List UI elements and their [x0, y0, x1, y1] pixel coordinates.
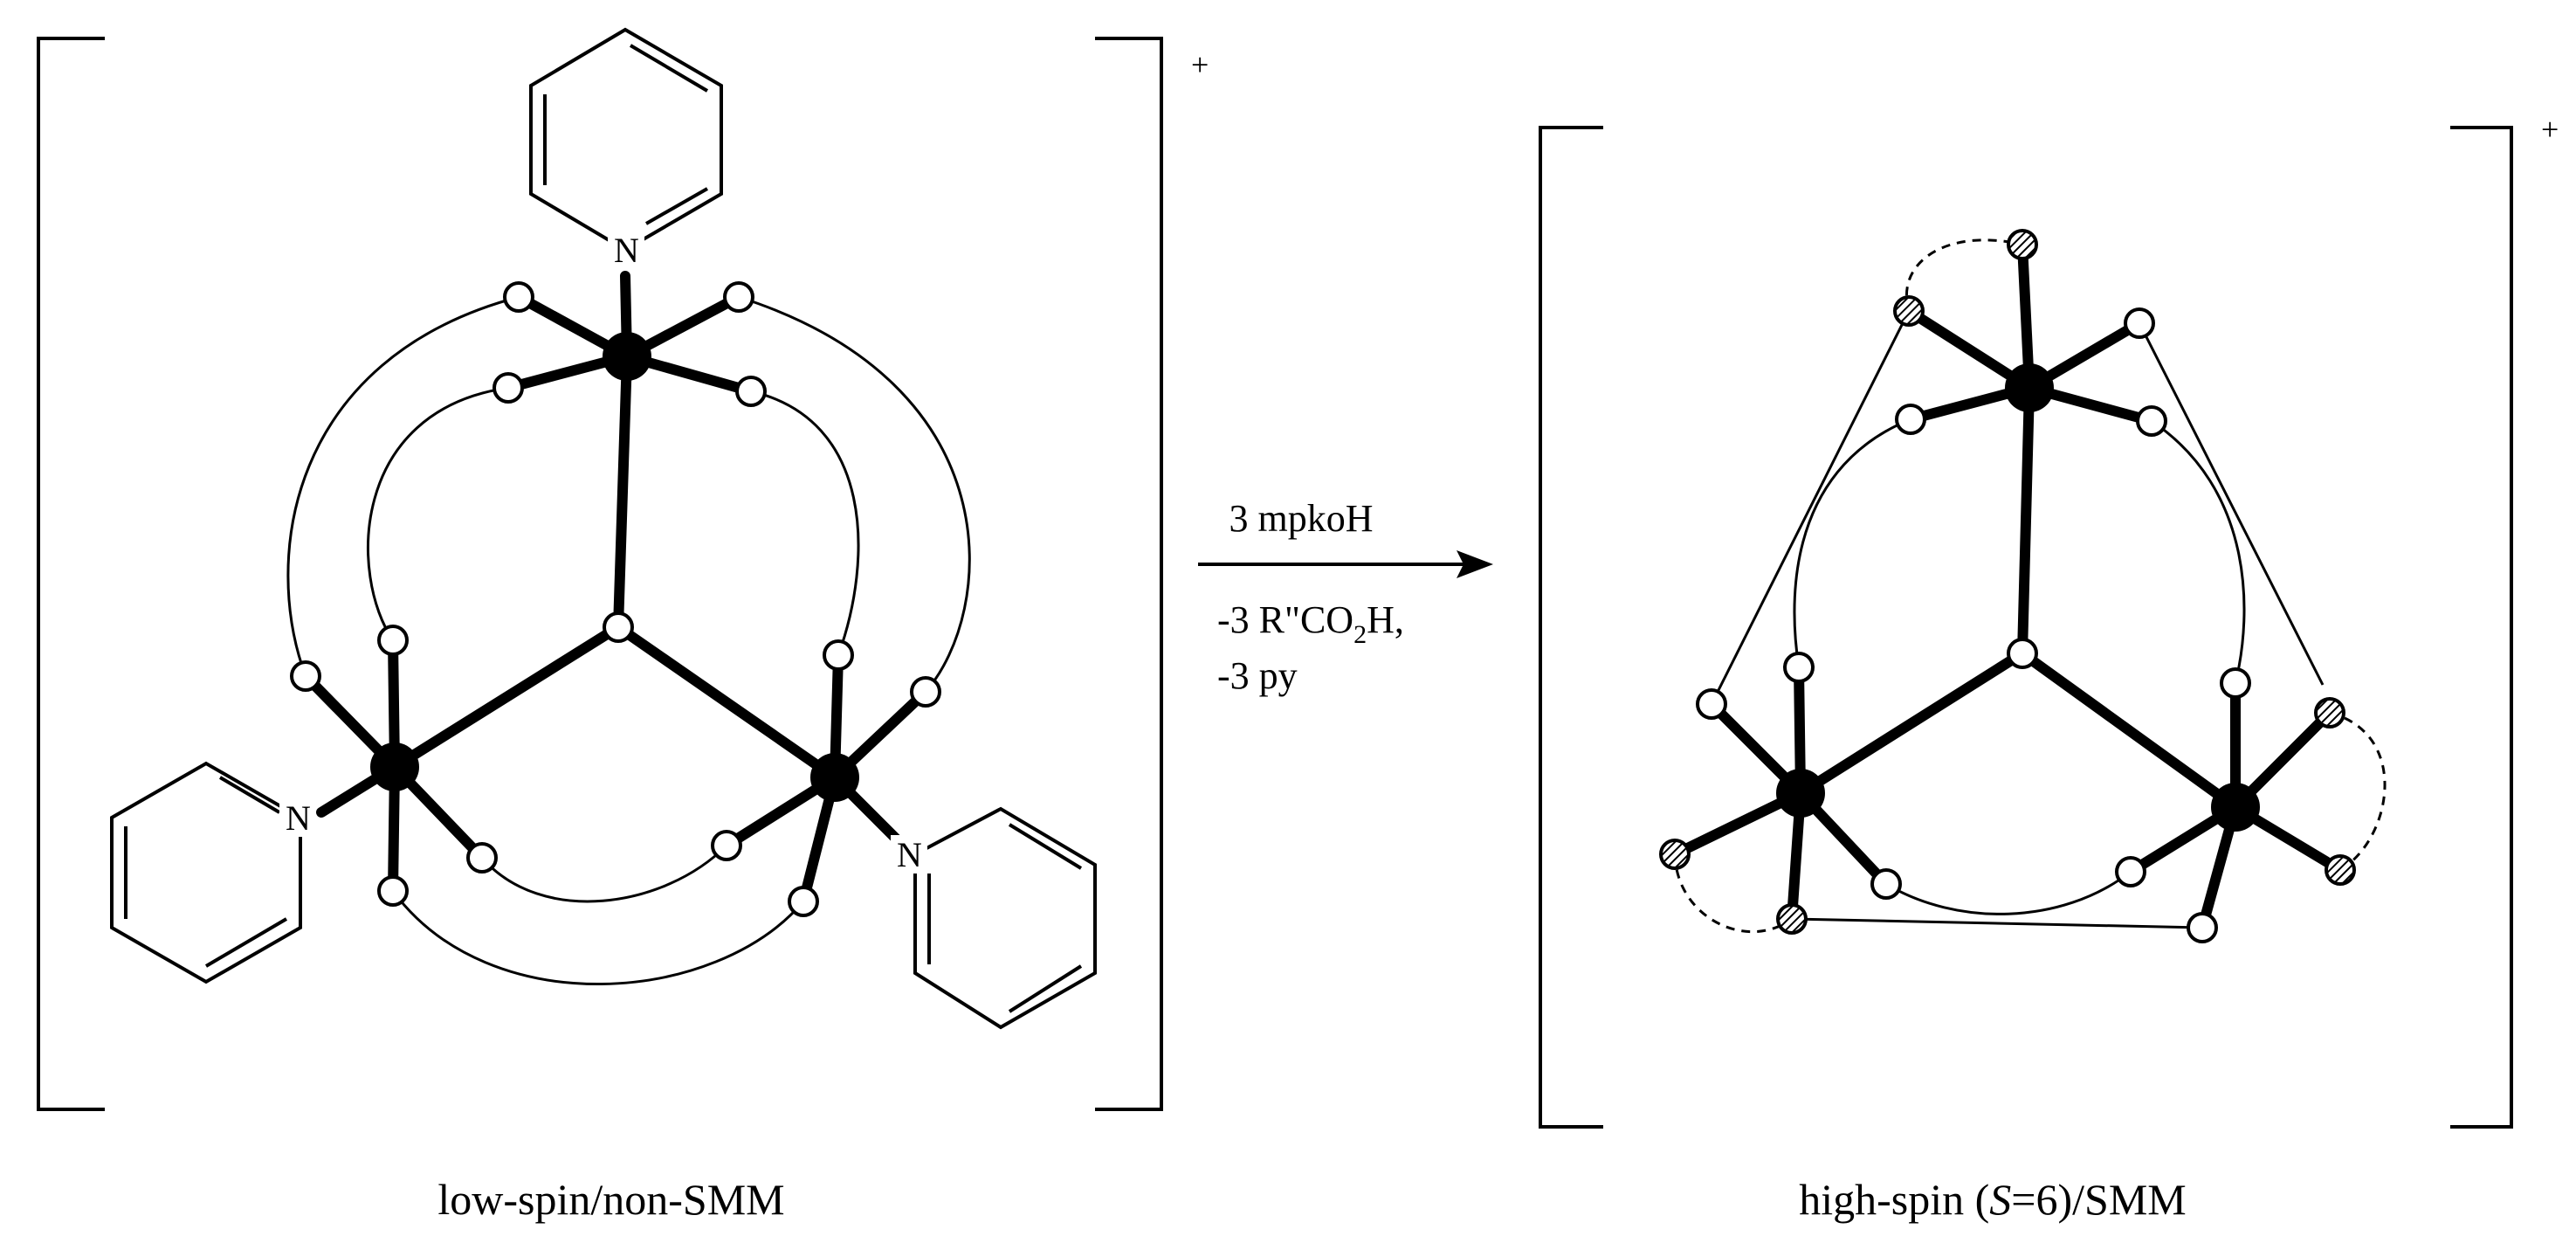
oxygen-atom [290, 660, 321, 692]
hatched-atom [2007, 229, 2038, 260]
metal-atom [810, 753, 859, 802]
bridge-arc [1793, 418, 1911, 668]
pyridine-nitrogen-label: N [614, 231, 639, 270]
byproduct-label-2: -3 py [1217, 654, 1298, 697]
bridge-line [1791, 917, 2203, 929]
bridge-line [1710, 310, 1911, 705]
left-caption: low-spin/non-SMM [437, 1175, 784, 1224]
bond [1795, 648, 2028, 798]
oxygen-atom [735, 376, 767, 407]
pyridine-ring: N [529, 27, 723, 270]
dashed-chelate-arc [2329, 711, 2387, 872]
dashed-chelate-arc [1905, 238, 2023, 312]
hatched-atom [1776, 903, 1808, 935]
right-caption: high-spin (S=6)/SMM [1799, 1175, 2187, 1224]
bridge-arc [750, 390, 860, 656]
bond [613, 351, 632, 632]
right-complex: + [1539, 112, 2559, 1224]
bridge-line [2138, 322, 2325, 686]
oxygen-atom [466, 842, 498, 874]
left-complex: + [37, 27, 1209, 1224]
oxygen-atom [1696, 688, 1727, 720]
oxygen-atom [1870, 868, 1902, 900]
oxygen-atom [2124, 307, 2155, 339]
reaction-arrow-group: 3 mpkoH -3 R"CO2H, -3 py [1198, 497, 1493, 697]
bridge-arc [286, 295, 520, 677]
left-charge: + [1191, 47, 1209, 82]
oxygen-atom [1895, 404, 1926, 435]
hatched-atom [1893, 295, 1925, 327]
left-bracket-open [37, 37, 105, 1111]
oxygen-atom [711, 830, 742, 861]
reagent-label: 3 mpkoH [1229, 497, 1374, 540]
bond [389, 622, 623, 772]
hatched-atom [2325, 854, 2356, 886]
pyridine-ring: N [891, 806, 1097, 1030]
bridge-arc [738, 295, 971, 693]
hatched-atom [2314, 697, 2345, 729]
oxygen-atom [823, 639, 854, 671]
bridge-arc [391, 890, 805, 985]
oxygen-atom [2007, 638, 2038, 669]
bond [613, 622, 840, 783]
metal-atom [1776, 769, 1825, 818]
metal-atom [2005, 363, 2054, 412]
oxygen-atom [2115, 856, 2146, 887]
oxygen-atom [2136, 405, 2167, 437]
pyridine-nitrogen-label: N [286, 798, 311, 838]
hatched-atom [1659, 839, 1691, 870]
bond [2017, 383, 2035, 659]
right-bracket-close [2450, 126, 2513, 1129]
bridge-arc [367, 386, 509, 641]
oxygen-atom [503, 281, 534, 313]
metal-atom [2211, 783, 2260, 832]
left-bracket-close [1095, 37, 1163, 1111]
right-bracket-open [1539, 126, 1603, 1129]
right-charge: + [2541, 112, 2559, 147]
dashed-chelate-arc [1673, 853, 1793, 934]
oxygen-atom [2187, 912, 2218, 943]
oxygen-atom [1783, 652, 1815, 683]
pyridine-ring: N [110, 761, 316, 984]
bond [2017, 648, 2241, 812]
oxygen-atom [2220, 667, 2251, 699]
metal-atom [603, 332, 651, 381]
bridge-arc [2151, 419, 2246, 684]
pyridine-nitrogen-label: N [897, 835, 922, 874]
oxygen-atom [492, 372, 524, 404]
bridge-arc [480, 844, 728, 903]
bridge-arc [1885, 870, 2132, 915]
oxygen-atom [603, 611, 634, 643]
oxygen-atom [377, 625, 409, 656]
oxygen-atom [910, 676, 941, 708]
byproduct-label-1: -3 R"CO2H, [1217, 598, 1404, 649]
arrow-head-icon [1457, 550, 1493, 578]
oxygen-atom [788, 886, 819, 917]
oxygen-atom [377, 875, 409, 907]
oxygen-atom [723, 281, 754, 313]
metal-atom [370, 742, 419, 791]
